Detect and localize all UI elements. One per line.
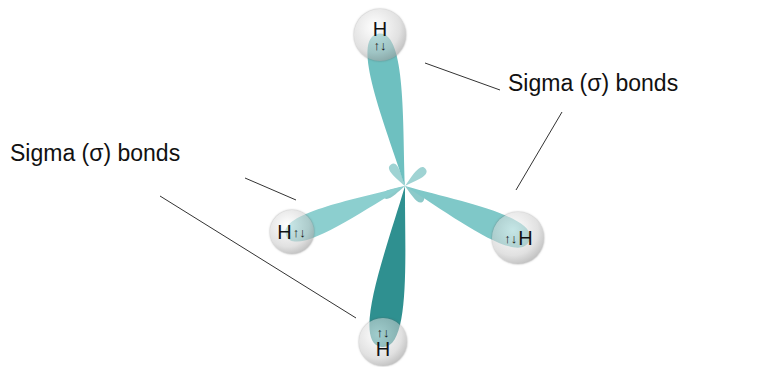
leader-line	[160, 196, 356, 318]
leader-line	[245, 178, 296, 200]
hydrogen-atom: H↑↓	[354, 9, 406, 61]
hydrogen-atom: H↑↓	[270, 210, 314, 254]
electron-pair: ↑↓	[374, 39, 387, 52]
atom-symbol: H	[277, 222, 291, 242]
leader-line	[516, 112, 562, 190]
electron-pair: ↑↓	[377, 326, 390, 339]
electron-pair: ↑↓	[504, 232, 517, 245]
bond-label: Sigma (σ) bonds	[8, 140, 182, 167]
hydrogen-atom: H↑↓	[492, 212, 544, 264]
atom-symbol: H	[373, 19, 387, 39]
electron-pair: ↑↓	[293, 226, 306, 239]
hydrogen-atom: H↑↓	[359, 318, 407, 366]
atom-symbol: H	[376, 339, 390, 359]
orbital-lobe	[405, 167, 427, 186]
bond-label: Sigma (σ) bonds	[506, 70, 680, 97]
atom-symbol: H	[518, 228, 532, 248]
leader-line	[425, 63, 500, 90]
